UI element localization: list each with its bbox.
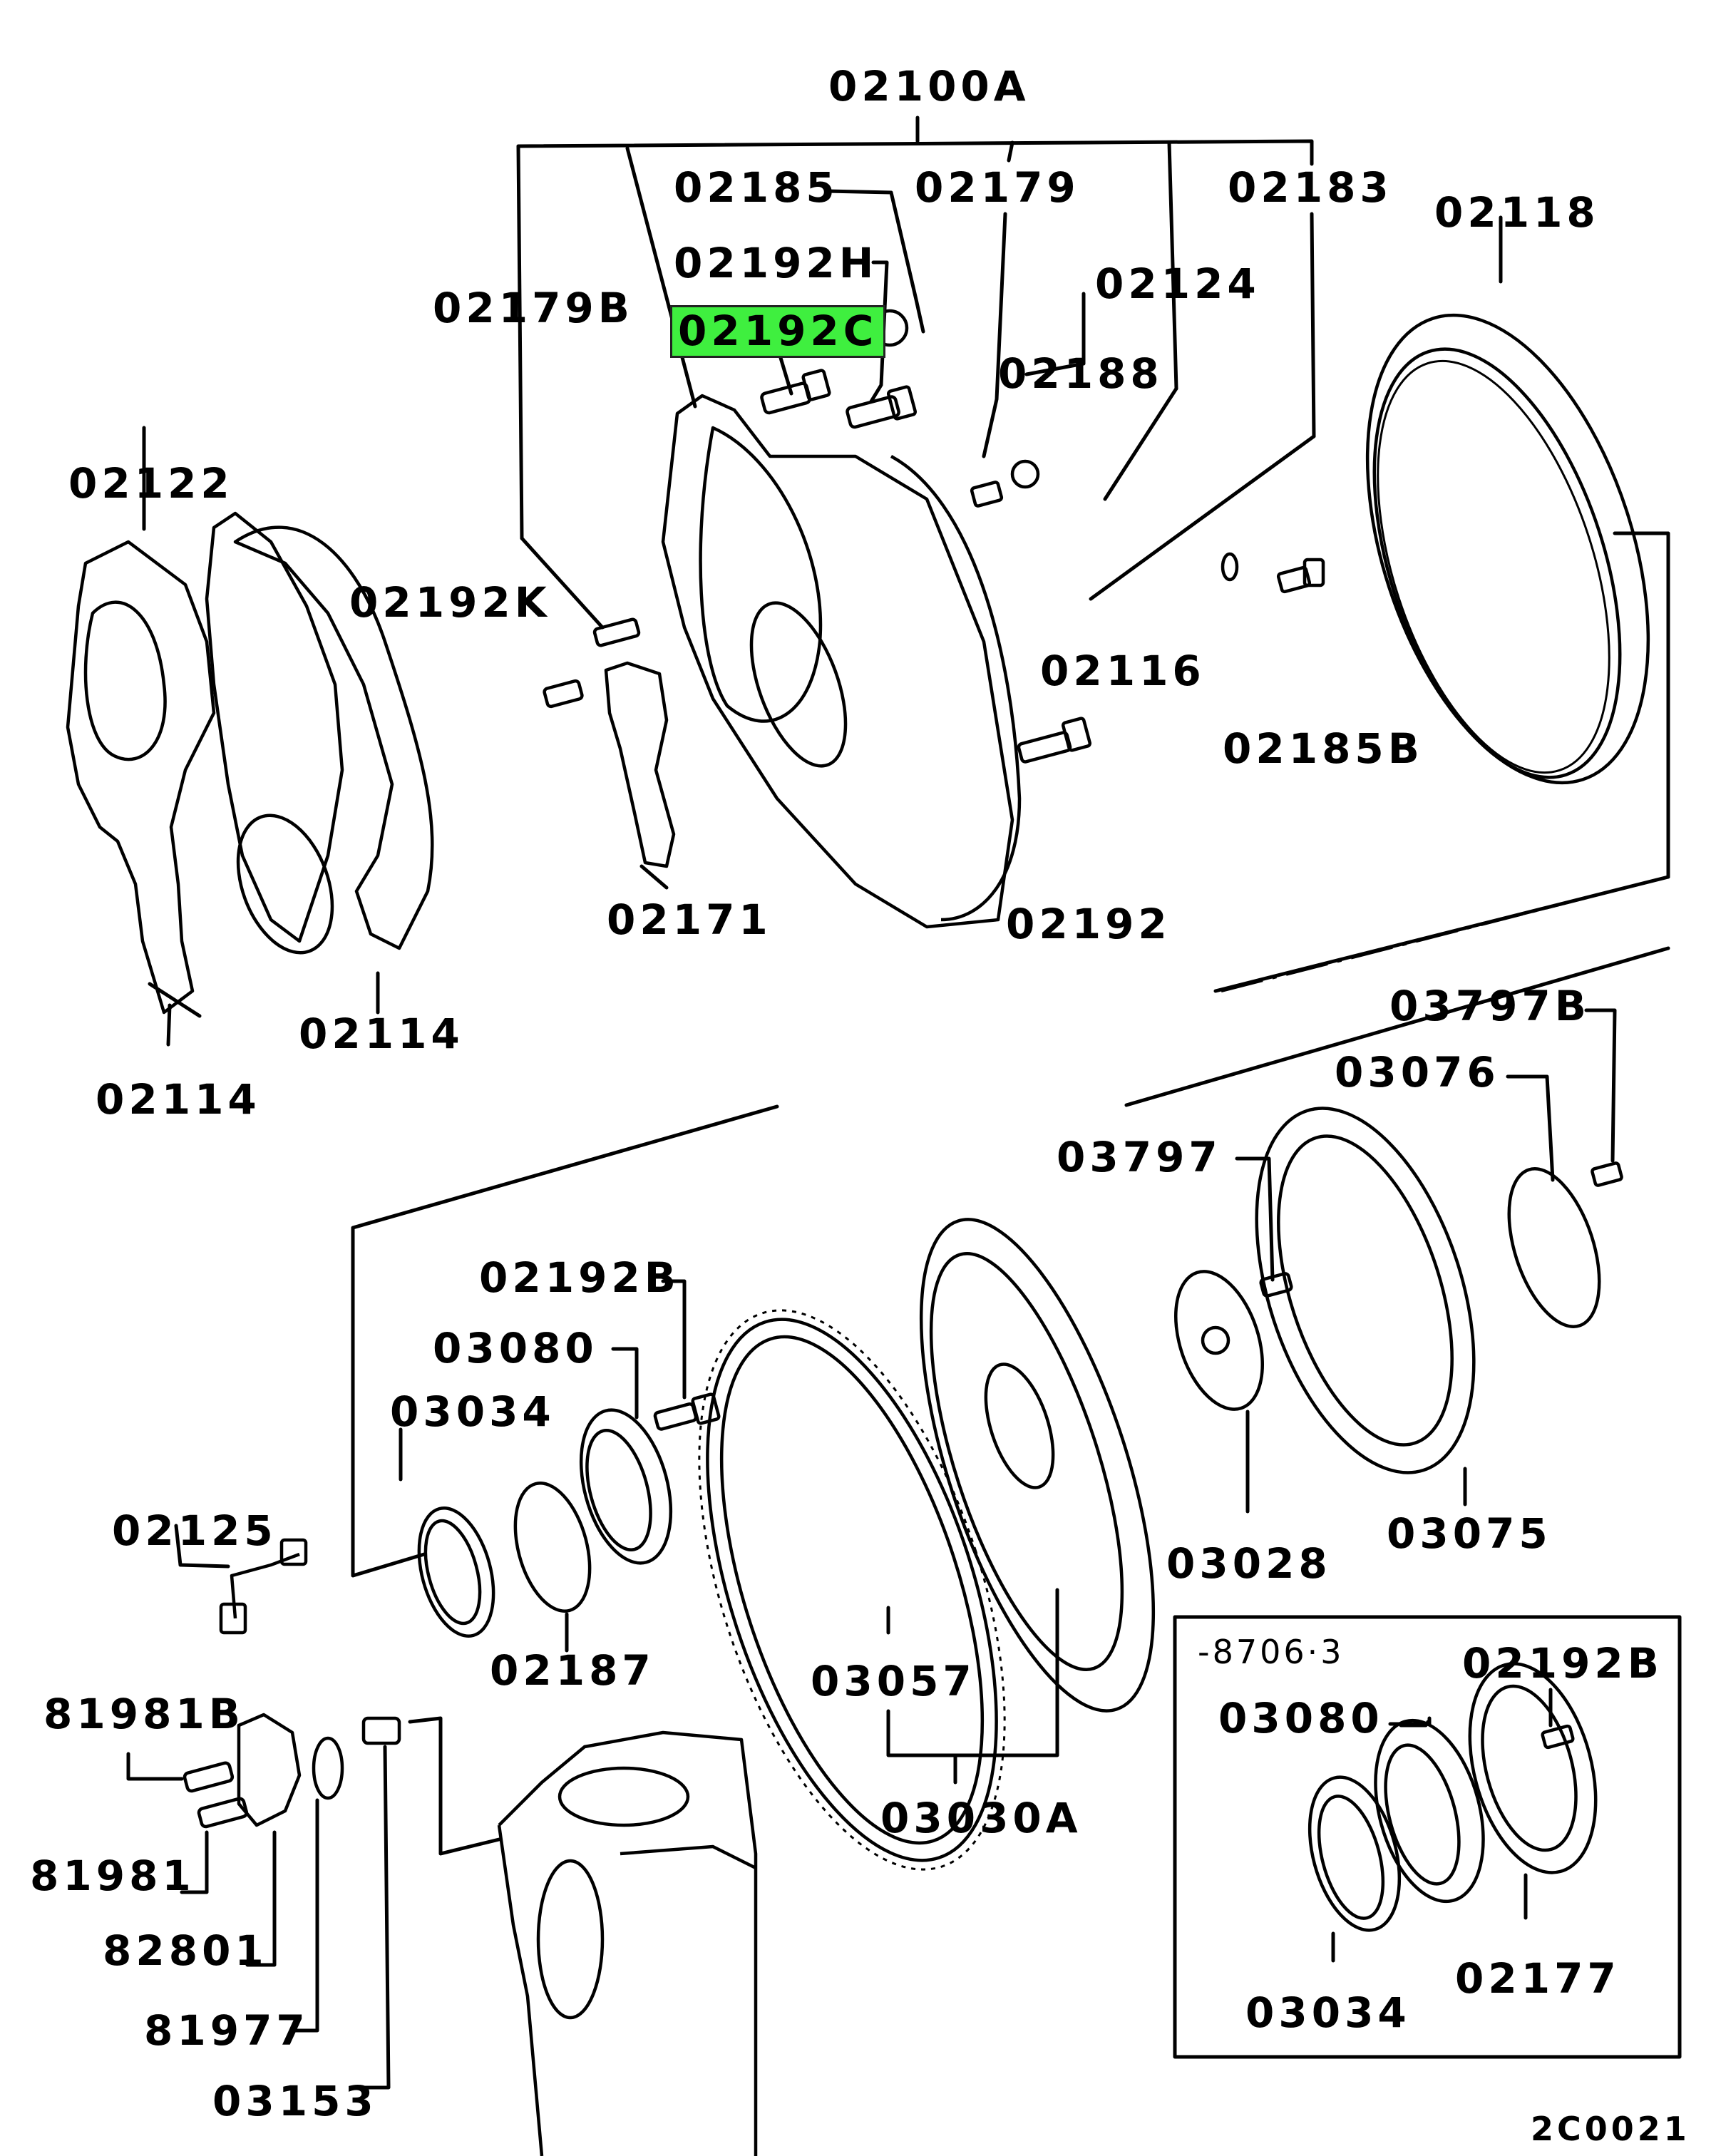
callout-03057[interactable]: 03057 [811,1657,976,1705]
part-03030A-flywheel [886,1218,1156,1785]
callout-02171[interactable]: 02171 [607,895,772,944]
callout-03034[interactable]: 03034 [390,1387,555,1436]
part-82801-housing [126,1713,302,1967]
callout-02100A[interactable]: 02100A [828,62,1030,111]
part-02171-bracket [604,661,676,890]
callout-02124[interactable]: 02124 [1095,260,1260,308]
part-03076-plate [1506,1008,1623,1328]
part-02187-oring [513,1482,592,1653]
callout-02185B[interactable]: 02185B [1223,724,1424,773]
callout-03080[interactable]: 03080 [433,1324,598,1372]
callout-03076[interactable]: 03076 [1335,1048,1500,1097]
section-dividers [351,876,1669,1578]
part-81977-oring [290,1736,344,2033]
inset-callout-02177[interactable]: 02177 [1455,1954,1620,2003]
callout-02188[interactable]: 02188 [998,349,1163,398]
part-03075-plate [1255,1107,1476,1506]
inset-callout-03034[interactable]: 03034 [1245,1988,1411,2037]
callout-02187[interactable]: 02187 [490,1646,655,1695]
part-02118-ring [1365,313,1650,785]
callout-03797[interactable]: 03797 [1057,1133,1222,1181]
callout-03075[interactable]: 03075 [1387,1509,1552,1558]
bolts-top [543,369,1325,764]
callout-03028[interactable]: 03028 [1166,1539,1332,1588]
callout-02192C-highlighted[interactable]: 02192C [670,305,886,358]
callout-02192K[interactable]: 02192K [349,578,551,627]
part-02100A-housing [661,309,1022,929]
inset-callout-03080[interactable]: 03080 [1218,1694,1384,1742]
callout-02192[interactable]: 02192 [1006,900,1171,948]
inset-date-note: -8706·3 [1198,1633,1345,1671]
callout-03797B[interactable]: 03797B [1389,982,1591,1030]
engine-block-outline [497,1730,758,2156]
drawing-code: 2C0021 [1531,2110,1690,2148]
callout-02179B[interactable]: 02179B [433,284,634,332]
callout-02183[interactable]: 02183 [1228,163,1393,212]
part-03080-seal [579,1347,673,1565]
callout-02192B[interactable]: 02192B [479,1253,680,1302]
callout-81981[interactable]: 81981 [30,1852,195,1900]
part-03034-seal [399,1427,495,1638]
callout-02192H[interactable]: 02192H [674,239,878,287]
inset-box [1173,1615,1682,2059]
assembly-bracket-02100A [516,115,1316,630]
part-03028-adapter [1173,1156,1293,1514]
callout-03030A[interactable]: 03030A [880,1794,1082,1842]
part-02192B-bolt [653,1279,721,1431]
leader-lines-top [779,189,1670,1107]
callout-02122[interactable]: 02122 [68,459,234,508]
leader-lines-02114 [148,971,380,1047]
callout-02125[interactable]: 02125 [112,1506,277,1555]
callout-02114-right[interactable]: 02114 [299,1010,464,1058]
part-03153-sensor [361,1716,501,2090]
callout-02118[interactable]: 02118 [1434,188,1600,237]
inset-callout-02192B[interactable]: 02192B [1462,1639,1663,1688]
part-02122-gasket [66,426,434,1015]
callout-02116[interactable]: 02116 [1040,647,1206,695]
callout-02185[interactable]: 02185 [674,163,839,212]
part-02125-pipe [174,1524,308,1635]
callout-81977[interactable]: 81977 [144,2006,309,2055]
callout-82801[interactable]: 82801 [103,1926,268,1975]
callout-02179[interactable]: 02179 [915,163,1080,212]
callout-03153[interactable]: 03153 [212,2077,378,2125]
callout-81981B[interactable]: 81981B [43,1690,245,1738]
callout-02114-left[interactable]: 02114 [96,1075,261,1124]
